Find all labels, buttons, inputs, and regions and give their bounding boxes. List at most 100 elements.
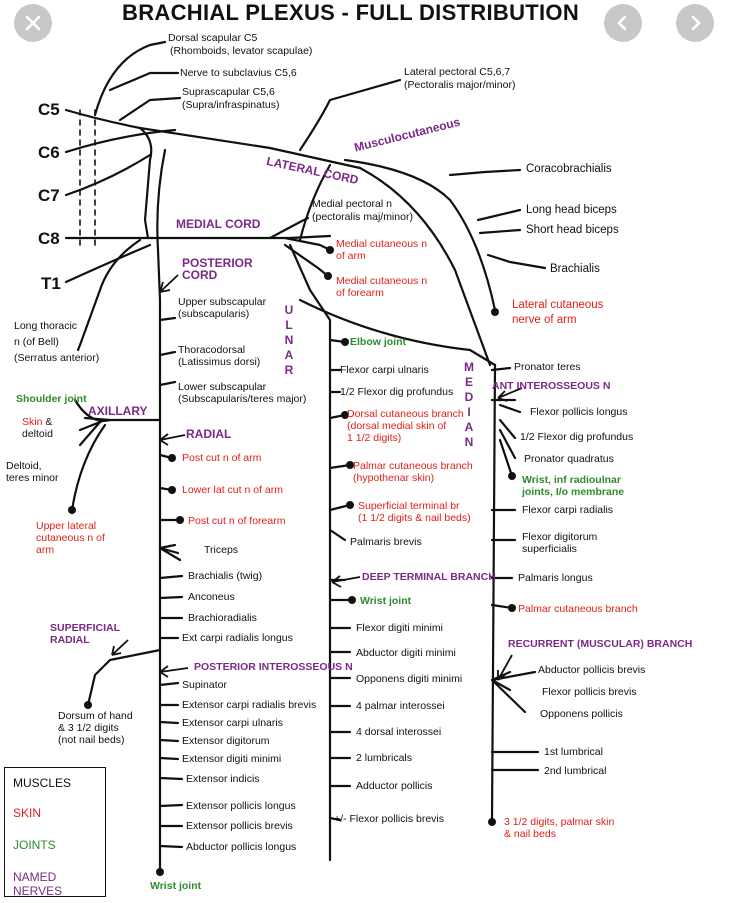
ulnar-fdp-label: 1/2 Flexor dig profundus [340,386,454,398]
opponens-pollicis-label: Opponens pollicis [540,708,623,720]
legend-skin: SKIN [13,806,42,820]
triceps-label: Triceps [204,544,239,556]
apb-label: Abductor pollicis brevis [538,664,646,676]
median-letter: E [464,375,473,389]
next-button[interactable] [676,4,714,42]
skin-word: Skin [22,416,43,428]
root-c6: C6 [38,143,60,162]
brachialis-label: Brachialis [550,263,600,275]
lateral-pectoral-sub: (Pectoralis major/minor) [404,79,516,91]
median-letter: I [467,405,471,419]
ain-fpl-label: Flexor pollicis longus [530,406,628,418]
ain-pq-label: Pronator quadratus [524,453,614,465]
radial-label: RADIAL [186,427,232,441]
ulnar-wrist-joint-label: Wrist joint [360,595,412,607]
post-cut-arm-label: Post cut n of arm [182,452,262,464]
ulnar-palmar-cutaneous-label: Palmar cutaneous branch (hypothenar skin… [353,460,473,484]
pin-muscle: Extensor carpi ulnaris [182,717,283,729]
posterior-cord-label: POSTERIOR CORD [182,256,253,282]
recurrent-branch-label: RECURRENT (MUSCULAR) BRANCH [508,638,693,650]
deep-terminal-branch-label: DEEP TERMINAL BRANCH [362,571,496,583]
root-c8: C8 [38,229,60,248]
suprascapular-label: Suprascapular C5,6 [182,86,275,98]
median-letter: D [464,390,474,404]
lateral-cutaneous-arm-label: Lateral cutaneous nerve of arm [512,299,604,326]
previous-button[interactable] [604,4,642,42]
close-icon [25,15,41,31]
median-letter: A [464,420,474,434]
second-lumbrical-label: 2nd lumbrical [544,765,607,777]
root-c7: C7 [38,186,60,205]
pin-muscle: Extensor digiti minimi [182,753,282,765]
deep-muscle: 2 lumbricals [356,752,413,764]
ulnar-letter: U [284,303,294,317]
ecrl-label: Ext carpi radialis longus [182,632,293,644]
lower-lat-cut-arm-label: Lower lat cut n of arm [182,484,283,496]
short-head-biceps-label: Short head biceps [526,224,619,236]
long-thoracic-label: Long thoracic n (of Bell) (Serratus ante… [14,320,100,364]
pronator-teres-label: Pronator teres [514,361,581,373]
brachialis-twig-label: Brachialis (twig) [188,570,263,582]
deep-muscle: Opponens digiti minimi [356,673,463,685]
ulnar-letter: A [284,348,294,362]
ulnar-elbow-joint-label: Elbow joint [350,336,406,348]
ain-wrist-joints-label: Wrist, inf radioulnar joints, I/o membra… [522,474,625,498]
first-lumbrical-label: 1st lumbrical [544,746,603,758]
posterior-interosseous-label: POSTERIOR INTEROSSEOUS N [194,661,353,673]
ulnar-letter: R [284,363,294,377]
brachioradialis-label: Brachioradialis [188,612,257,624]
radial-wrist-joint-label: Wrist joint [150,880,202,892]
long-head-biceps-label: Long head biceps [526,204,617,216]
median-letter: N [464,435,474,449]
deep-muscle: 4 palmar interossei [356,700,445,712]
deep-muscle: Adductor pollicis [356,780,433,792]
legend: MUSCLES SKIN JOINTS NAMED NERVES [4,767,106,898]
deep-muscle: Abductor digiti minimi [356,647,456,659]
pin-muscle: Extensor carpi radialis brevis [182,699,317,711]
root-c5: C5 [38,100,60,119]
deltoid-word: & deltoid [22,416,53,440]
upper-lateral-cutaneous-label: Upper lateral cutaneous n of arm [36,520,105,556]
upper-subscapular-label: Upper subscapular (subscapularis) [178,296,267,320]
pin-muscle: Extensor indicis [186,773,260,785]
medial-cord-label: MEDIAL CORD [176,217,261,231]
pin-muscle: Extensor pollicis longus [186,800,296,812]
ain-fdp-label: 1/2 Flexor dig profundus [520,431,634,443]
median-fcr-label: Flexor carpi radialis [522,504,614,516]
ulnar-dorsal-cutaneous-label: Dorsal cutaneous branch (dorsal medial s… [347,408,464,444]
suprascapular-sub: (Supra/infraspinatus) [182,99,280,111]
ulnar-letter: L [285,318,293,332]
palmaris-longus-label: Palmaris longus [518,572,593,584]
ulnar-fcu-label: Flexor carpi ulnaris [340,364,429,376]
nerve-to-subclavius-label: Nerve to subclavius C5,6 [180,67,297,79]
root-t1: T1 [41,274,61,293]
lateral-pectoral-label: Lateral pectoral C5,6,7 [404,66,511,78]
thoracodorsal-label: Thoracodorsal (Latissimus dorsi) [178,344,261,368]
diagram-title: BRACHIAL PLEXUS - FULL DISTRIBUTION [122,0,580,25]
deep-muscle: Flexor digiti minimi [356,622,443,634]
pin-muscle: Extensor pollicis brevis [186,820,293,832]
medial-pectoral-label: Medial pectoral n [312,198,392,210]
anterior-interosseous-label: ANT INTEROSSEOUS N [492,380,611,392]
anconeus-label: Anconeus [188,591,235,603]
close-button[interactable] [14,4,52,42]
pin-muscle: Abductor pollicis longus [186,841,297,853]
axillary-shoulder-joint-label: Shoulder joint [16,393,87,405]
median-digits-label: 3 1/2 digits, palmar skin & nail beds [504,816,615,840]
palmaris-brevis-label: Palmaris brevis [350,536,422,548]
pin-muscle: Supinator [182,679,227,691]
dorsal-scapular-label: Dorsal scapular C5 [168,32,258,44]
median-palmar-cutaneous-label: Palmar cutaneous branch [518,603,638,615]
superficial-radial-label: SUPERFICIAL RADIAL [50,622,121,646]
chevron-left-icon [617,15,627,31]
dorsum-hand-label: Dorsum of hand & 3 1/2 digits (not nail … [58,710,133,746]
deltoid-teres-minor-label: Deltoid, teres minor [6,460,59,484]
lower-subscapular-label: Lower subscapular (Subscapularis/teres m… [178,381,307,405]
chevron-right-icon [691,15,701,31]
axillary-label: AXILLARY [88,404,148,418]
medial-pectoral-sub: (pectoralis maj/minor) [312,211,413,223]
